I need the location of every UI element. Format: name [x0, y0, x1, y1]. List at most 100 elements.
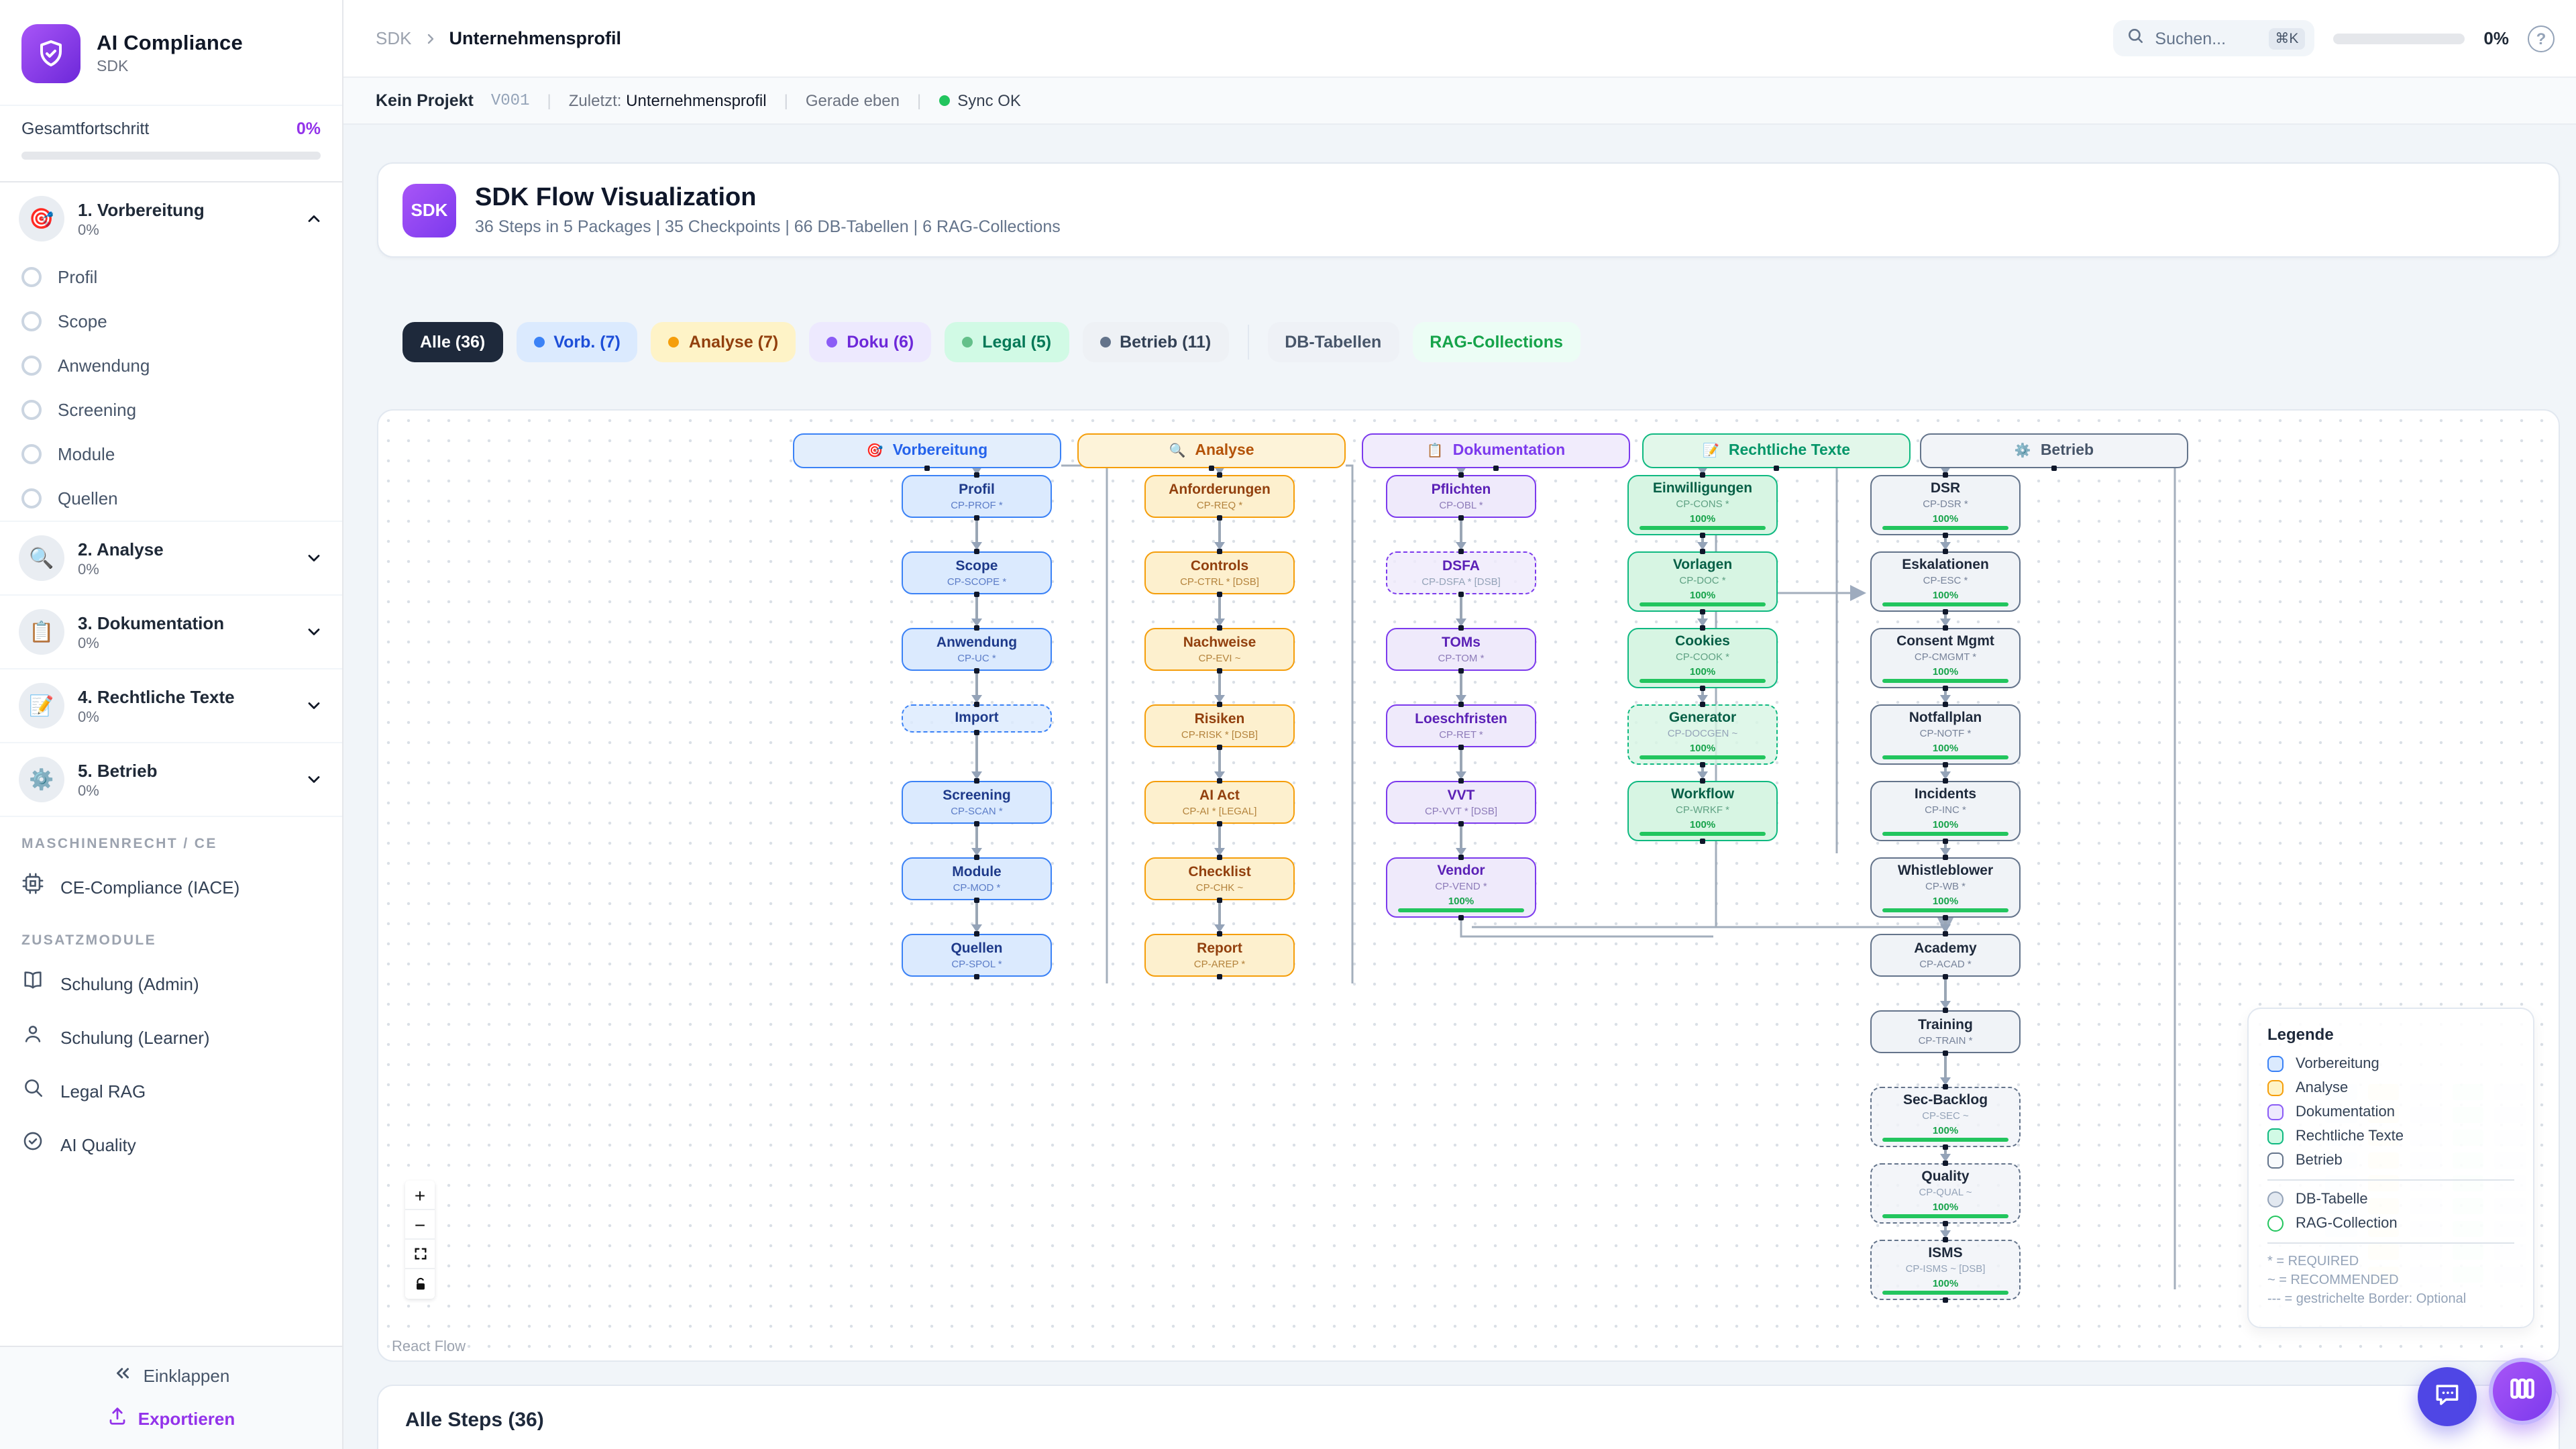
sidebar-item-ce-compliance-iace-[interactable]: CE-Compliance (IACE) [0, 860, 342, 914]
sidebar-item-screening[interactable]: Screening [0, 388, 342, 432]
sidebar-item-label: Anwendung [58, 356, 150, 376]
sdk-badge: SDK [402, 183, 456, 237]
flow-edge [1218, 597, 1221, 620]
fit-view-button[interactable] [405, 1240, 435, 1269]
help-icon[interactable]: ? [2528, 25, 2555, 52]
sidebar-item-module[interactable]: Module [0, 432, 342, 476]
sidebar-item-schulung-admin-[interactable]: Schulung (Admin) [0, 957, 342, 1010]
sidebar-item-anwendung[interactable]: Anwendung [0, 343, 342, 388]
filter-chip-analyse-7-[interactable]: Analyse (7) [651, 322, 796, 362]
flow-package-header-analyse[interactable]: 🔍Analyse [1077, 433, 1346, 471]
flow-edge [975, 597, 978, 620]
flow-edge-arrowhead [1456, 619, 1466, 627]
search-input[interactable]: Suchen... ⌘K [2113, 20, 2315, 56]
sidebar-item-legal-rag[interactable]: Legal RAG [0, 1064, 342, 1118]
filter-chip-rag-collections[interactable]: RAG-Collections [1412, 322, 1580, 362]
connection-handle [974, 974, 979, 979]
flow-package-header-rechtliche-texte[interactable]: 📝Rechtliche Texte [1642, 433, 1911, 471]
lock-toggle-button[interactable] [405, 1269, 435, 1299]
connection-handle [1217, 625, 1222, 631]
breadcrumb-root[interactable]: SDK [376, 28, 412, 48]
phase-icon: 🎯 [19, 196, 64, 241]
flow-edge-arrowhead [1456, 771, 1466, 780]
flow-edge-arrowhead [1940, 695, 1951, 703]
sidebar-item-quellen[interactable]: Quellen [0, 476, 342, 521]
sidebar-item-profil[interactable]: Profil [0, 255, 342, 299]
connection-handle [974, 778, 979, 784]
filter-chip-betrieb-11-[interactable]: Betrieb (11) [1082, 322, 1229, 362]
zoom-out-button[interactable]: − [405, 1210, 435, 1240]
export-button[interactable]: Exportieren [107, 1406, 235, 1430]
columns-panel-button[interactable] [2489, 1358, 2556, 1425]
phase-title: 3. Dokumentation [78, 612, 225, 633]
filter-chip-legal-5-[interactable]: Legal (5) [945, 322, 1069, 362]
filter-chip-alle-36-[interactable]: Alle (36) [402, 322, 503, 362]
connection-handle [974, 821, 979, 826]
flow-node-title: Nachweise [1183, 634, 1256, 651]
connection-handle [1700, 609, 1705, 614]
sidebar-item-scope[interactable]: Scope [0, 299, 342, 343]
flow-package-header-vorbereitung[interactable]: 🎯Vorbereitung [793, 433, 1061, 471]
connection-handle [1943, 472, 1948, 478]
react-flow-attribution[interactable]: React Flow [392, 1339, 466, 1355]
filter-chip-doku-6-[interactable]: Doku (6) [809, 322, 932, 362]
chat-button[interactable] [2418, 1367, 2477, 1426]
flow-package-header-dokumentation[interactable]: 📋Dokumentation [1362, 433, 1630, 471]
collapse-sidebar-button[interactable]: Einklappen [113, 1363, 229, 1387]
flow-node-code: CP-SCOPE * [947, 576, 1007, 588]
filter-chip-vorb-7-[interactable]: Vorb. (7) [516, 322, 638, 362]
flow-package-header-betrieb[interactable]: ⚙️Betrieb [1920, 433, 2188, 471]
search-icon [21, 1076, 44, 1106]
flow-edge-arrowhead [1697, 695, 1708, 703]
flow-node-import[interactable]: Import [902, 702, 1052, 735]
zoom-in-button[interactable]: + [405, 1181, 435, 1210]
phase-percent: 0% [78, 783, 99, 799]
flow-node-code: CP-WB * [1925, 880, 1966, 893]
sidebar-item-schulung-learner-[interactable]: Schulung (Learner) [0, 1010, 342, 1064]
filter-chip-db-tabellen[interactable]: DB-Tabellen [1267, 322, 1399, 362]
sidebar-item-ai-quality[interactable]: AI Quality [0, 1118, 342, 1171]
